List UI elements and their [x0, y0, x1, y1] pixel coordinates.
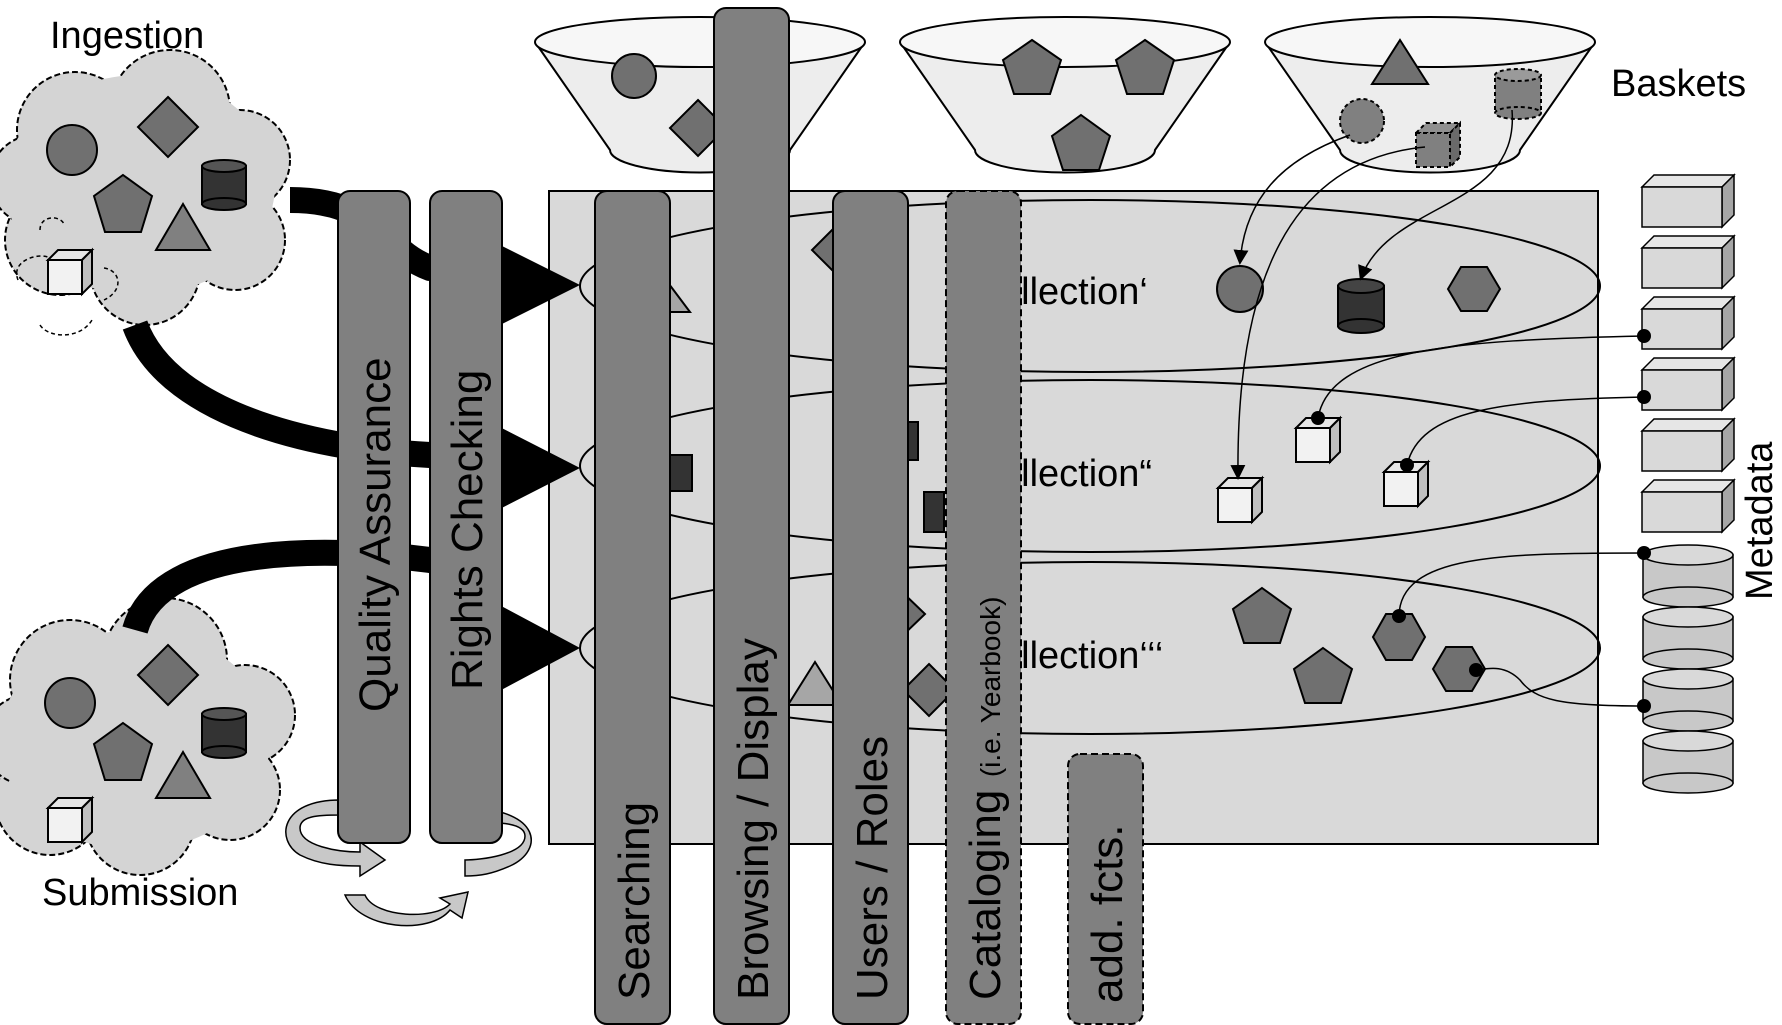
submission-label: Submission: [42, 872, 238, 914]
users-roles-label: Users / Roles: [848, 736, 897, 1000]
triangle-icon: [154, 750, 212, 799]
collection-label: ollection“: [1000, 453, 1152, 495]
basket-link: [1233, 134, 1351, 265]
cylinder-icon: [1337, 278, 1385, 334]
metadata-cylinders: [1642, 544, 1734, 794]
pentagon-icon: [1231, 586, 1293, 644]
triangle-icon: [154, 202, 212, 251]
pentagon-icon: [1050, 113, 1112, 171]
baskets-label: Baskets: [1611, 63, 1746, 105]
add-fcts-label: add. fcts.: [1083, 824, 1132, 1003]
hexagon-icon: [1446, 266, 1502, 312]
searching-label: Searching: [610, 802, 659, 1000]
pentagon-icon: [1001, 38, 1063, 95]
basket-link: [1358, 109, 1513, 281]
qa-loop-arrows: [285, 799, 532, 927]
browsing-display-bar: Browsing / Display: [713, 7, 790, 1025]
circle-icon: [44, 677, 96, 729]
cube-icon: [1381, 459, 1431, 509]
collection-ellipse: [579, 379, 1601, 553]
triangle-icon: [1370, 38, 1430, 85]
diamond-icon: [136, 643, 200, 707]
diamond-icon: [136, 95, 200, 159]
flow-arrowhead: [490, 422, 580, 514]
circle-icon: [46, 124, 98, 176]
quality-assurance-bar: Quality Assurance: [337, 190, 411, 844]
flow-arrowhead: [490, 600, 580, 696]
searching-bar: Searching: [594, 190, 671, 1025]
ingestion-cloud: Ingestion: [0, 15, 291, 336]
cataloging-bar: Cataloging (i.e. Yearbook): [945, 190, 1022, 1025]
cataloging-label: Cataloging (i.e. Yearbook): [961, 597, 1010, 1000]
cylinder-icon: [201, 159, 247, 211]
cube-icon: [1293, 415, 1343, 465]
cylinder-icon: [923, 491, 945, 533]
cube-icon: [1413, 120, 1463, 170]
cylinder-icon: [201, 707, 247, 759]
rotate-arrows-icon: [15, 217, 119, 336]
circle-icon: [611, 53, 657, 99]
ingestion-label: Ingestion: [50, 15, 204, 57]
flow-arrowhead: [490, 240, 580, 330]
add-fcts-bar: add. fcts.: [1067, 753, 1144, 1025]
submission-cloud: Submission: [0, 597, 296, 914]
hexagon-icon: [1371, 613, 1427, 661]
basket-3: [1264, 16, 1596, 174]
rights-checking-bar: Rights Checking: [429, 190, 503, 844]
collection-1: ollection‘: [579, 199, 1601, 373]
collection-ellipse: [579, 199, 1601, 373]
metadata-label: Metadata: [1739, 441, 1781, 600]
pentagon-icon: [1292, 646, 1354, 704]
triangle-icon: [786, 660, 844, 706]
cube-icon: [1215, 475, 1265, 525]
collection-label: ollection‘‘‘: [1000, 635, 1163, 677]
rights-checking-label: Rights Checking: [443, 370, 492, 690]
metadata-cubes: [1640, 173, 1736, 534]
cube-icon: [45, 795, 95, 845]
metadata-link-dots: [1311, 329, 1651, 713]
pentagon-icon: [1114, 38, 1176, 95]
cylinder-icon: [667, 454, 693, 492]
circle-icon: [1216, 265, 1264, 313]
quality-assurance-label: Quality Assurance: [351, 357, 400, 712]
cylinder-icon: [1494, 68, 1542, 120]
pentagon-icon: [92, 173, 154, 233]
browsing-display-label: Browsing / Display: [729, 638, 778, 1000]
basket-1: [534, 16, 866, 174]
pentagon-icon: [92, 721, 154, 781]
collection-2: ollection“: [579, 379, 1601, 553]
users-roles-bar: Users / Roles: [832, 190, 909, 1025]
circle-icon: [1339, 98, 1385, 144]
collection-label: ollection‘: [1000, 271, 1148, 313]
basket-2: [899, 16, 1231, 174]
basket-link: [1230, 146, 1426, 480]
metadata-links: [1317, 335, 1645, 707]
cube-icon: [45, 247, 95, 297]
